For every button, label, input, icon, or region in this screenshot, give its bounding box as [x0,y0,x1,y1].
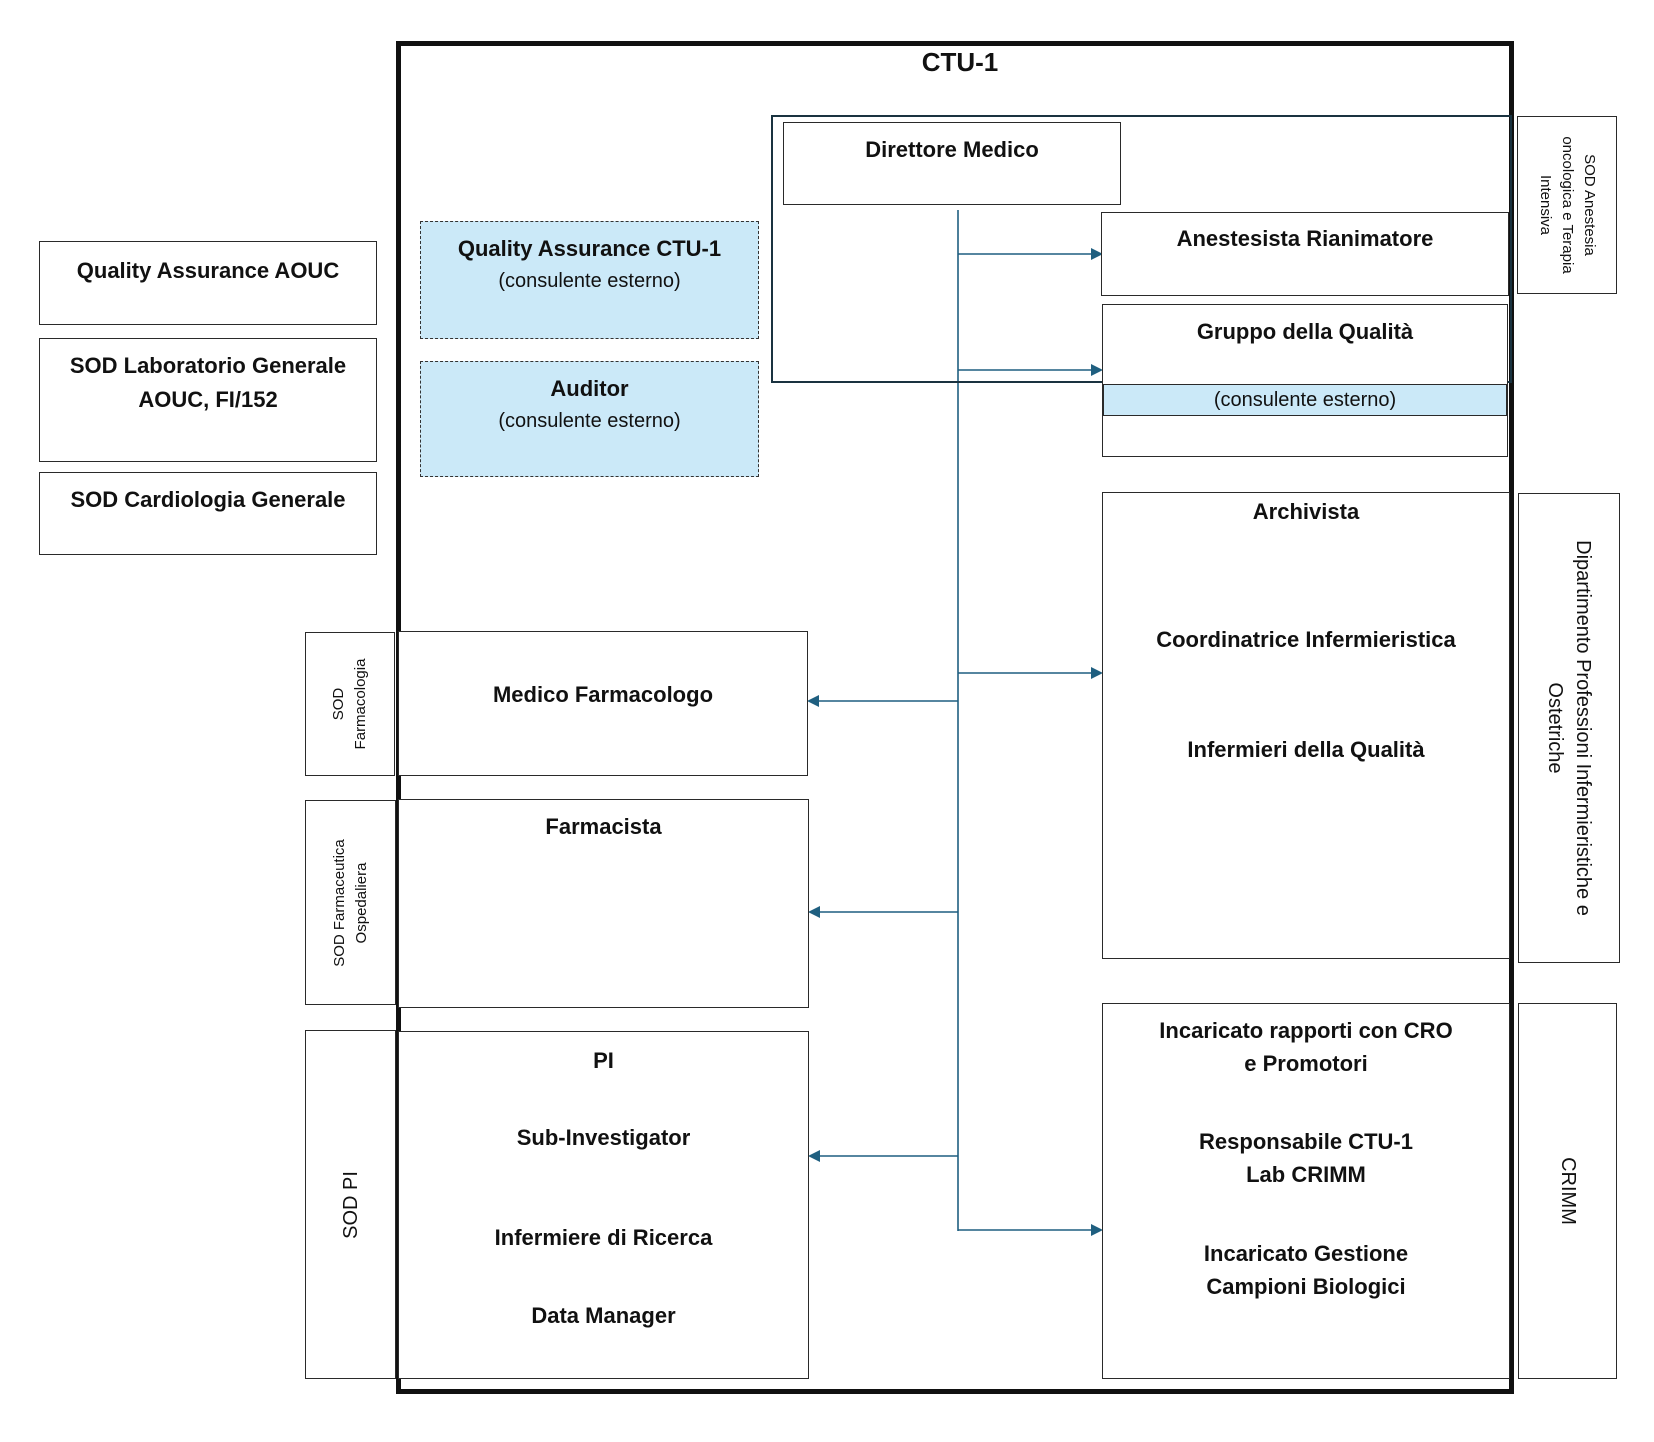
cro-label-line2: e Promotori [1244,1051,1368,1076]
farmacista-box: Farmacista [398,799,809,1008]
sod-cardiologia-label: SOD Cardiologia Generale [70,487,346,512]
sod-laboratorio-label-line2: AOUC, FI/152 [138,387,278,412]
sod-farmacologia-side-box: SOD Farmacologia [305,632,395,776]
dipartimento-side-box: Dipartimento Professioni Infermieristich… [1518,493,1620,963]
archivista-label: Archivista [1252,499,1360,524]
direttore-medico-label: Direttore Medico [865,137,1039,162]
sod-farmaceutica-side-label: SOD Farmaceutica Ospedaliera [329,839,373,967]
sod-anestesia-line2: oncologica e Terapia [1559,136,1576,274]
responsabile-label-line2: Lab CRIMM [1246,1162,1366,1187]
sod-laboratorio-label-line1: SOD Laboratorio Generale [69,353,347,378]
dipartimento-side-label: Dipartimento Professioni Infermieristich… [1541,540,1597,916]
sod-farmaceutica-line2: Ospedaliera [352,862,370,943]
sod-anestesia-side-box: SOD Anestesia oncologica e Terapia Inten… [1517,116,1617,294]
sod-laboratorio-box: SOD Laboratorio Generale AOUC, FI/152 [39,338,377,462]
medico-farmacologo-box: Medico Farmacologo [398,631,808,776]
dipartimento-line1: Dipartimento Professioni Infermieristich… [1572,540,1594,916]
direttore-medico-box: Direttore Medico [783,122,1121,205]
quality-assurance-aouc-box: Quality Assurance AOUC [39,241,377,325]
sod-farmacologia-side-label: SOD Farmacologia [328,659,372,750]
archivista-box: Archivista Coordinatrice Infermieristica… [1102,492,1510,959]
dipartimento-line2: Ostetriche [1544,682,1566,774]
infermieri-qualita-label: Infermieri della Qualità [1187,737,1425,762]
sod-cardiologia-box: SOD Cardiologia Generale [39,472,377,555]
quality-assurance-ctu-label: Quality Assurance CTU-1 [457,236,722,261]
crimm-side-label: CRIMM [1556,1157,1579,1225]
infermiere-ricerca-label: Infermiere di Ricerca [494,1225,713,1250]
sod-anestesia-side-label: SOD Anestesia oncologica e Terapia Inten… [1534,136,1600,273]
sod-farmacologia-line2: Farmacologia [352,658,369,750]
medico-farmacologo-label: Medico Farmacologo [492,682,714,707]
gruppo-qualita-note: (consulente esterno) [1213,389,1397,411]
pi-box: PI Sub-Investigator Infermiere di Ricerc… [398,1031,809,1379]
cro-label-line1: Incaricato rapporti con CRO [1159,1018,1453,1043]
responsabile-label-line1: Responsabile CTU-1 [1199,1129,1413,1154]
sod-anestesia-line3: Intensiva [1537,174,1554,236]
sod-pi-side-box: SOD PI [305,1030,396,1379]
crimm-side-box: CRIMM [1518,1003,1617,1379]
gestione-label-line2: Campioni Biologici [1206,1274,1406,1299]
quality-assurance-aouc-label: Quality Assurance AOUC [76,258,340,283]
pi-label: PI [593,1048,614,1073]
auditor-note: (consulente esterno) [498,410,681,432]
sub-investigator-label: Sub-Investigator [516,1125,691,1150]
sod-anestesia-line1: SOD Anestesia [1581,154,1598,256]
auditor-box: Auditor (consulente esterno) [420,361,759,477]
coordinatrice-label: Coordinatrice Infermieristica [1156,627,1456,652]
auditor-label: Auditor [550,376,629,401]
gestione-label-line1: Incaricato Gestione [1203,1241,1409,1266]
quality-assurance-ctu-box: Quality Assurance CTU-1 (consulente este… [420,221,759,339]
sod-farmaceutica-side-box: SOD Farmaceutica Ospedaliera [305,800,396,1005]
quality-assurance-ctu-note: (consulente esterno) [498,270,681,292]
anestesista-box: Anestesista Rianimatore [1101,212,1509,296]
sod-farmaceutica-line1: SOD Farmaceutica [330,838,348,967]
ctu-title: CTU-1 [921,47,999,77]
data-manager-label: Data Manager [531,1303,676,1328]
gruppo-qualita-note-band: (consulente esterno) [1103,384,1507,416]
sod-pi-side-label: SOD PI [339,1170,362,1239]
crimm-group-box: Incaricato rapporti con CRO e Promotori … [1102,1003,1510,1379]
gruppo-qualita-box: Gruppo della Qualità [1102,304,1508,457]
anestesista-label: Anestesista Rianimatore [1176,226,1434,251]
farmacista-label: Farmacista [545,814,662,839]
gruppo-qualita-label: Gruppo della Qualità [1196,319,1414,344]
sod-farmacologia-line1: SOD [330,687,347,721]
